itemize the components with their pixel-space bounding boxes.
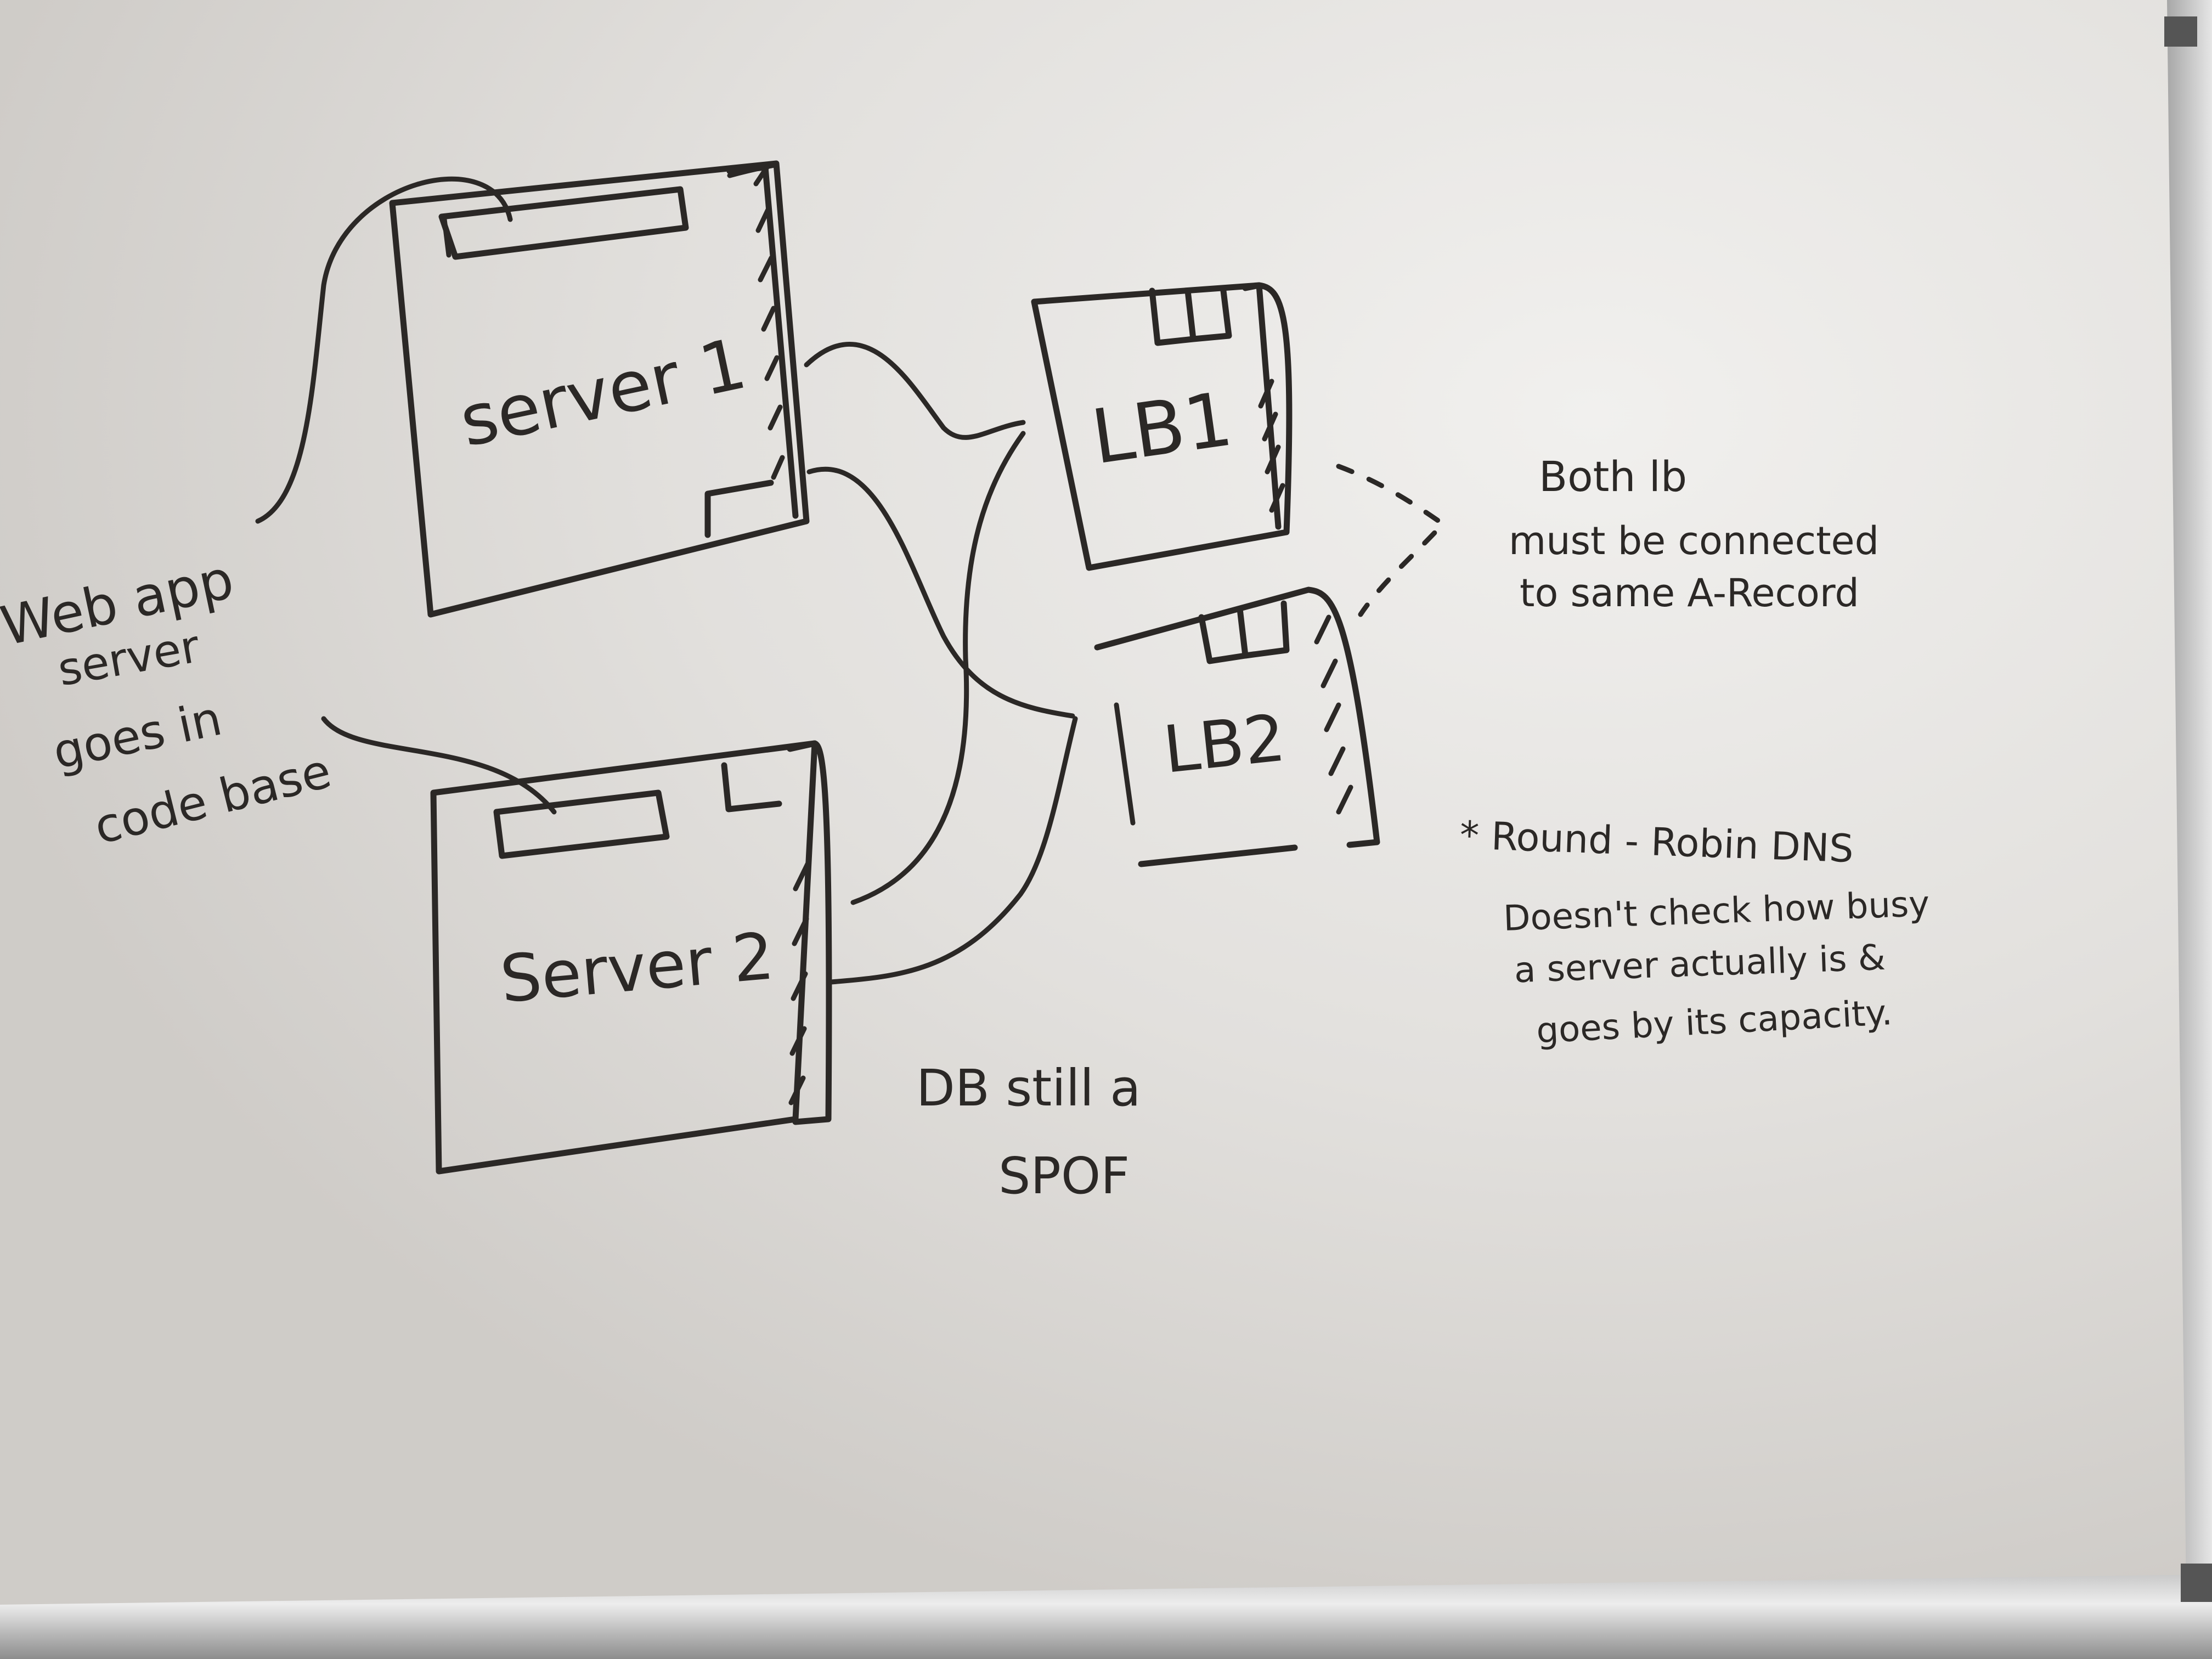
db-spof-note-line-1: DB still a xyxy=(916,1059,1141,1118)
board-frame-right xyxy=(2167,0,2212,1659)
lb-2-box xyxy=(1094,586,1380,867)
db-spof-note: DB still a SPOF xyxy=(916,1059,1141,1205)
lb-2-label: LB2 xyxy=(1160,700,1289,788)
both-lb-note-line-2: must be connected xyxy=(1509,518,1879,563)
connection-server1-lb1 xyxy=(804,342,1026,440)
connection-lb1-lb2-dashed xyxy=(1336,464,1446,617)
board-corner-clip-bottom xyxy=(2181,1564,2212,1602)
server-1-box xyxy=(389,160,810,618)
db-spof-note-line-2: SPOF xyxy=(998,1147,1130,1205)
web-app-leader-top xyxy=(255,176,513,524)
connection-server2-lb2 xyxy=(828,716,1078,985)
server-2-box xyxy=(430,740,832,1175)
both-lb-note-line-1: Both lb xyxy=(1539,452,1687,501)
both-lb-note: Both lb must be connected to same A-Reco… xyxy=(1509,452,1879,616)
lb-1-label: LB1 xyxy=(1087,376,1238,481)
connection-lines xyxy=(804,342,1446,985)
connection-server1-lb2 xyxy=(806,466,1075,719)
web-app-leader-bottom xyxy=(321,716,557,815)
connection-server2-lb1 xyxy=(850,431,1026,905)
board-tray xyxy=(0,1575,2212,1659)
board-corner-clip xyxy=(2164,16,2197,47)
lb-1-box xyxy=(1031,282,1293,571)
both-lb-note-line-3: to same A-Record xyxy=(1520,571,1859,616)
